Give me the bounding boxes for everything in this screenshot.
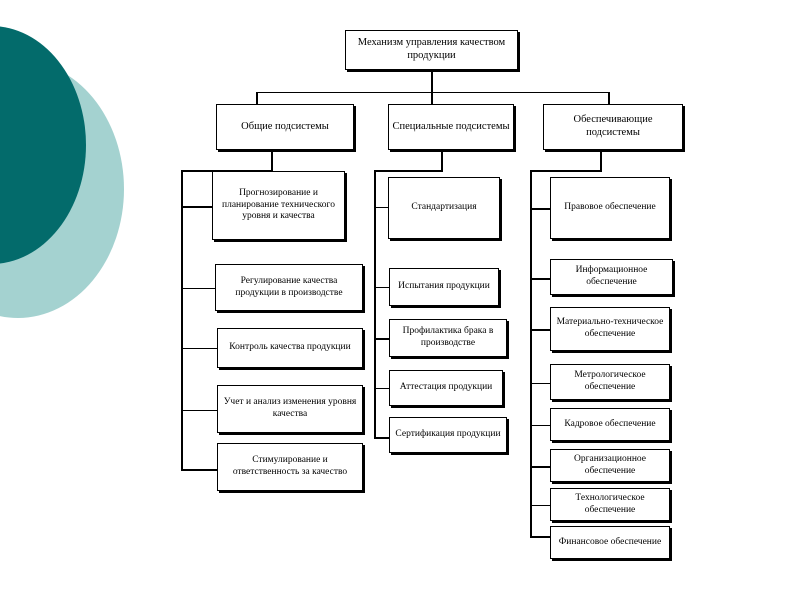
node-leaf-3-3[interactable]: Материально-техническое обеспечение [550,307,670,351]
node-branch-3[interactable]: Обеспечивающие подсистемы [543,104,683,150]
connector-b3-stub-5 [530,425,552,426]
node-leaf-3-6[interactable]: Организационное обеспечение [550,449,670,482]
connector-root-bus [256,92,610,93]
node-leaf-1-5[interactable]: Стимулирование и ответственность за каче… [217,443,363,491]
node-leaf-3-1[interactable]: Правовое обеспечение [550,177,670,239]
connector-b3-stub-8 [530,536,552,538]
connector-b1-stub-1 [181,206,214,208]
node-leaf-1-2[interactable]: Регулирование качества продукции в произ… [215,264,363,311]
connector-drop-branch-1 [256,92,258,104]
decorative-circle-dark [0,26,86,264]
connector-drop-branch-2 [431,92,433,104]
connector-b1-stub-3 [181,348,218,349]
connector-b2-elbow [374,170,443,172]
node-leaf-2-2[interactable]: Испытания продукции [389,268,499,306]
node-leaf-3-4[interactable]: Метрологическое обеспечение [550,364,670,400]
connector-b3-spine [530,170,532,537]
node-leaf-3-2[interactable]: Информационное обеспечение [550,259,673,295]
connector-drop-branch-3 [608,92,610,104]
connector-b1-spine [181,170,183,470]
connector-b3-stub-3 [530,329,552,331]
connector-b1-stem [271,150,273,171]
connector-b3-stub-4 [530,383,552,384]
node-leaf-1-1[interactable]: Прогнозирование и планирование техническ… [212,171,345,240]
node-leaf-2-1[interactable]: Стандартизация [388,177,500,239]
node-leaf-1-4[interactable]: Учет и анализ изменения уровня качества [217,385,363,433]
connector-b3-stub-1 [530,208,552,210]
connector-b1-stub-5 [181,469,218,471]
node-leaf-2-5[interactable]: Сертификация продукции [389,417,507,453]
node-leaf-2-3[interactable]: Профилактика брака в производстве [389,319,507,357]
connector-b3-elbow [530,170,602,172]
connector-root-stem [431,70,433,93]
connector-b1-stub-4 [181,410,218,411]
connector-b3-stub-7 [530,505,552,506]
connector-b3-stub-2 [530,278,552,280]
connector-b2-stem [441,150,443,171]
connector-b2-spine [374,170,376,438]
node-branch-1[interactable]: Общие подсистемы [216,104,354,150]
connector-b1-stub-2 [181,288,216,289]
decorative-circle-light [0,60,124,318]
node-leaf-3-7[interactable]: Технологическое обеспечение [550,488,670,521]
connector-b3-stub-6 [530,466,552,468]
node-leaf-3-5[interactable]: Кадровое обеспечение [550,408,670,441]
node-root[interactable]: Механизм управления качеством продукции [345,30,518,70]
node-leaf-3-8[interactable]: Финансовое обеспечение [550,526,670,559]
node-branch-2[interactable]: Специальные подсистемы [388,104,514,150]
connector-b2-stub-2 [374,287,390,288]
node-leaf-2-4[interactable]: Аттестация продукции [389,370,503,406]
node-leaf-1-3[interactable]: Контроль качества продукции [217,328,363,368]
connector-b3-stem [600,150,602,171]
